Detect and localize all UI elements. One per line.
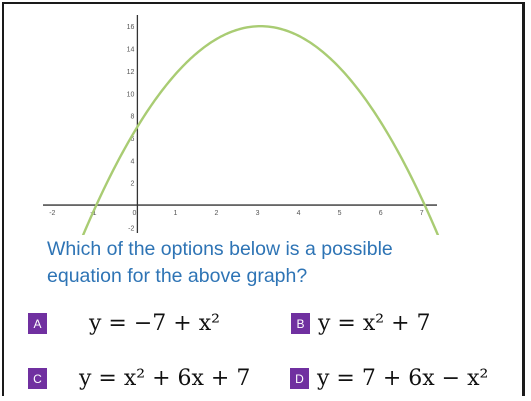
y-tick-label: 12 — [127, 69, 135, 76]
parabola-curve — [81, 24, 440, 235]
x-tick-label: 1 — [173, 210, 177, 217]
question-line-2: equation for the above graph? — [47, 265, 308, 287]
x-tick-label: 3 — [256, 210, 260, 217]
option-c[interactable]: C y = x² + 6x + 7 — [28, 366, 250, 391]
axes — [43, 15, 437, 233]
option-a-equation: y = −7 + x² — [89, 311, 220, 336]
option-d-badge: D — [290, 368, 309, 389]
question-text: Which of the options below is a possible… — [47, 236, 487, 290]
y-tick-label: 14 — [127, 47, 135, 54]
x-tick-label: 2 — [215, 210, 219, 217]
x-tick-label: 5 — [338, 210, 342, 217]
option-b[interactable]: B y = x² + 7 — [291, 311, 431, 336]
x-tick-label: 0 — [132, 210, 136, 217]
question-line-1: Which of the options below is a possible — [47, 238, 393, 260]
option-b-equation: y = x² + 7 — [318, 311, 431, 336]
y-tick-label: 6 — [130, 136, 134, 143]
x-tick-label: 4 — [297, 210, 301, 217]
x-tick-label: -2 — [49, 210, 55, 217]
option-d-equation: y = 7 + 6x − x² — [317, 366, 489, 391]
y-tick-label: -2 — [128, 225, 134, 232]
question-frame — [2, 2, 525, 396]
y-tick-label: 2 — [130, 181, 134, 188]
option-d[interactable]: D y = 7 + 6x − x² — [290, 366, 488, 391]
option-b-badge: B — [291, 313, 310, 334]
option-a-badge: A — [28, 313, 47, 334]
y-tick-label: 8 — [130, 114, 134, 121]
y-tick-label: 10 — [127, 91, 135, 98]
x-tick-label: 6 — [379, 210, 383, 217]
option-c-badge: C — [28, 368, 47, 389]
y-tick-label: 4 — [130, 158, 134, 165]
option-a[interactable]: A y = −7 + x² — [28, 311, 220, 336]
option-c-equation: y = x² + 6x + 7 — [79, 366, 251, 391]
x-tick-label: 7 — [420, 210, 424, 217]
y-tick-label: 16 — [127, 24, 135, 31]
